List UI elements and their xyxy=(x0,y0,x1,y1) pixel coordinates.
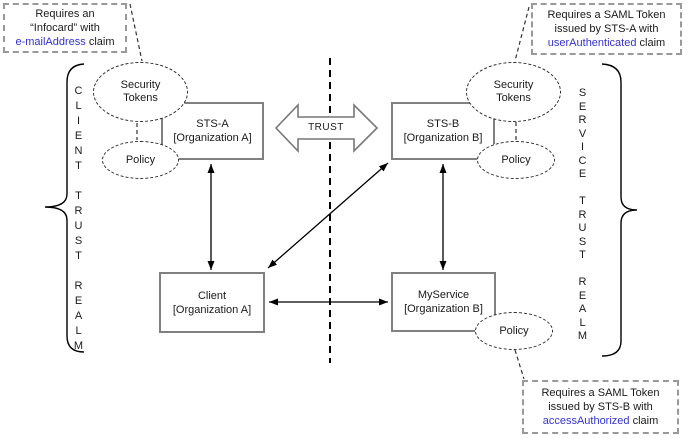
ellipse-security-tokens-left: Security Tokens xyxy=(93,62,188,122)
service-trust-realm-label: S E R V I C E T R U S T R E A L M xyxy=(577,87,588,342)
trust-double-arrow-icon xyxy=(274,103,379,153)
client-realm-brace-icon xyxy=(44,63,85,353)
node-sts-a: STS-A [Organization A] xyxy=(161,102,264,160)
ellipse-policy-right: Policy xyxy=(477,141,555,179)
node-client-subtitle: [Organization A] xyxy=(172,303,252,316)
callout-saml-sts-a-claim: userAuthenticated xyxy=(547,37,637,49)
client-trust-realm-label: C L I E N T T R U S T R E A L M xyxy=(73,85,84,352)
callout-saml-sts-a: Requires a SAML Token issued by STS-A wi… xyxy=(531,3,682,55)
node-myservice-title: MyService xyxy=(417,289,470,301)
node-client: Client [Organization A] xyxy=(159,272,265,333)
callout-infocard-pre: Requires an “Infocard” with xyxy=(30,8,100,34)
node-sts-a-title: STS-A xyxy=(196,118,229,130)
node-client-title: Client xyxy=(197,289,227,302)
callout-tail-infocard xyxy=(129,3,143,62)
callout-saml-sts-a-text: Requires a SAML Token issued by STS-A wi… xyxy=(547,8,665,50)
callout-saml-sts-a-pre: Requires a SAML Token issued by STS-A wi… xyxy=(547,9,666,35)
trust-label: TRUST xyxy=(308,122,344,133)
callout-tail-saml-sts-b xyxy=(514,349,525,380)
callout-infocard-claim: e-mailAddress xyxy=(15,36,86,48)
node-sts-b-subtitle: [Organization B] xyxy=(403,132,483,144)
node-sts-a-subtitle: [Organization A] xyxy=(173,132,252,144)
ellipse-policy-service: Policy xyxy=(475,312,553,350)
node-myservice-subtitle: [Organization B] xyxy=(404,303,483,315)
callout-infocard: Requires an “Infocard” with e-mailAddres… xyxy=(3,3,127,53)
ellipse-policy-left: Policy xyxy=(102,141,179,179)
callout-saml-sts-b-pre: Requires a SAML Token issued by STS-B wi… xyxy=(541,387,660,413)
callout-saml-sts-b-claim: accessAuthorized xyxy=(542,415,630,427)
callout-infocard-post: claim xyxy=(85,36,115,48)
service-realm-brace-icon xyxy=(601,63,638,357)
callout-saml-sts-a-post: claim xyxy=(636,37,666,49)
callout-saml-sts-b-post: claim xyxy=(629,415,659,427)
arrow-stsb-client xyxy=(267,162,389,269)
callout-saml-sts-b-text: Requires a SAML Token issued by STS-B wi… xyxy=(541,386,659,428)
callout-infocard-text: Requires an “Infocard” with e-mailAddres… xyxy=(15,7,114,49)
callout-saml-sts-b: Requires a SAML Token issued by STS-B wi… xyxy=(522,380,679,434)
node-sts-b-title: STS-B xyxy=(426,118,460,130)
callout-tail-saml-sts-a xyxy=(514,6,530,62)
ellipse-security-tokens-right: Security Tokens xyxy=(466,62,561,122)
